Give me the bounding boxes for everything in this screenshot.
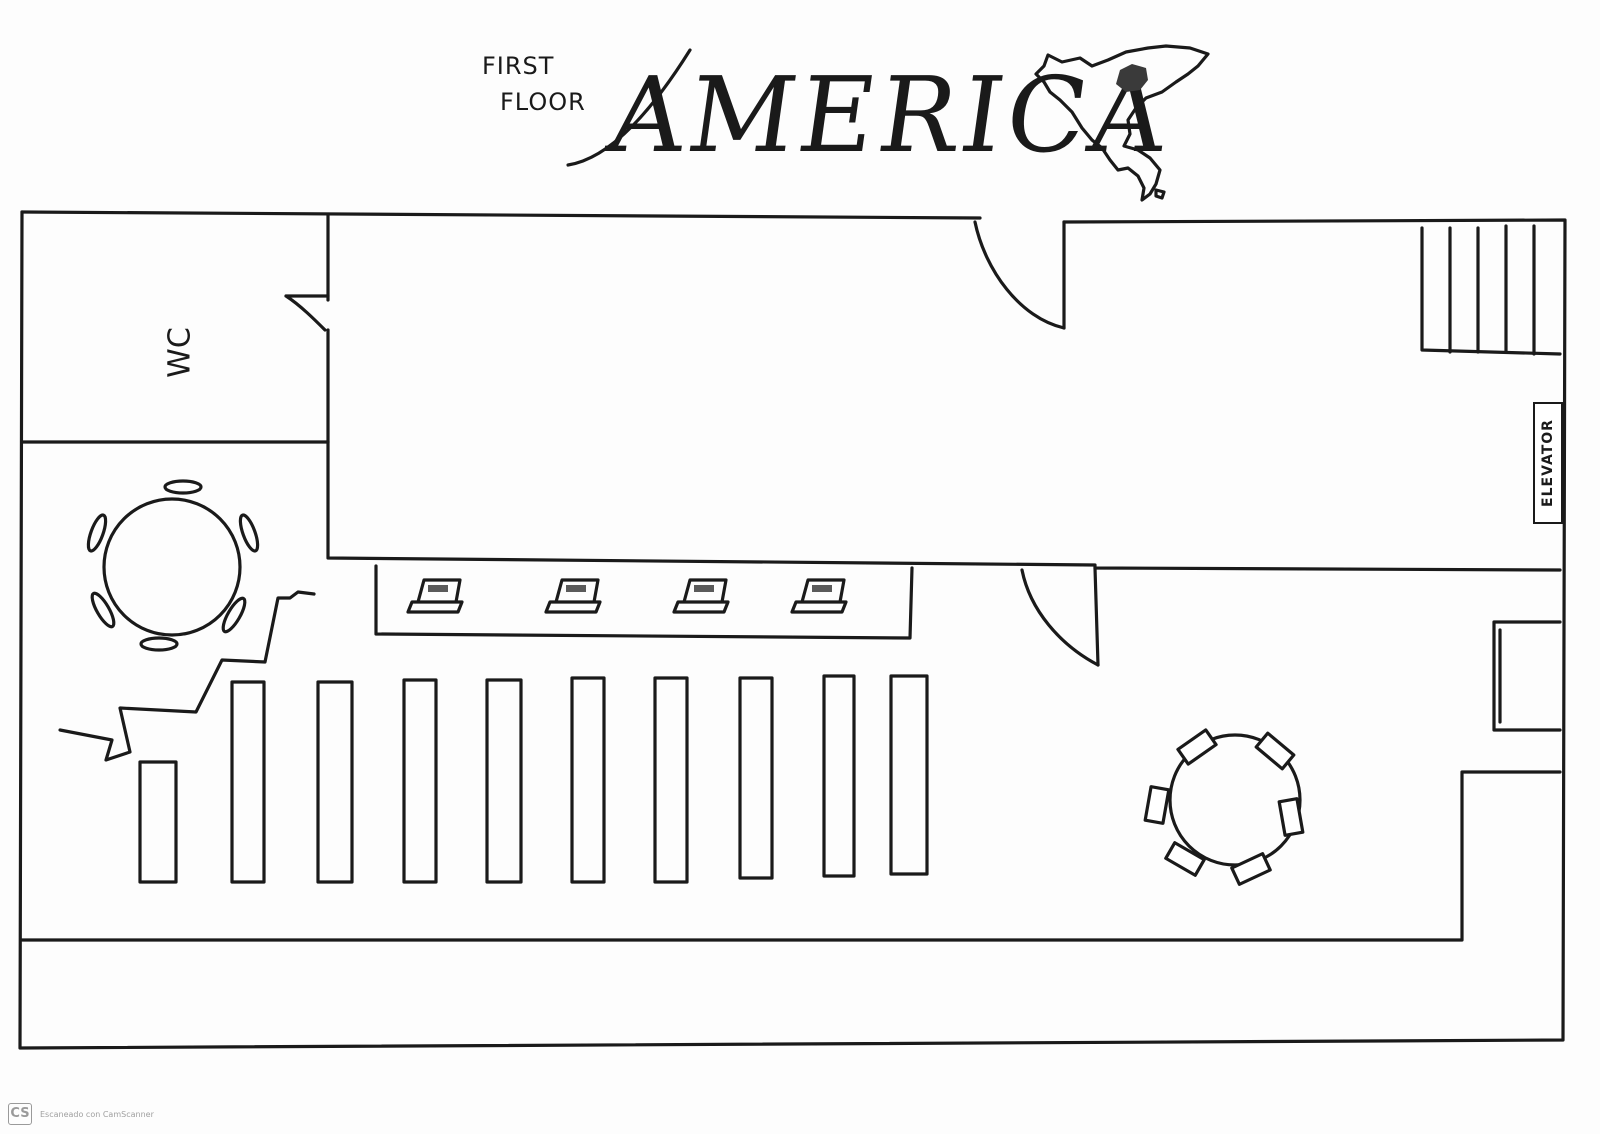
bookshelf	[738, 676, 774, 880]
bookshelf	[316, 680, 354, 884]
bookshelf	[485, 678, 523, 884]
cabinet	[1492, 620, 1562, 732]
round-table-icon	[1143, 728, 1305, 886]
elevator-label: ELEVATOR	[1540, 419, 1556, 507]
bookshelf	[230, 680, 266, 884]
bookshelf	[822, 674, 856, 878]
zigzag-partition	[58, 590, 316, 762]
wc-door-swing-icon	[284, 294, 330, 332]
counter-wall	[20, 770, 1562, 942]
mid-door-jamb	[1093, 566, 1100, 667]
outer-wall	[18, 210, 1567, 1050]
wc-label: WC	[162, 327, 198, 378]
america-map-icon	[1034, 44, 1210, 202]
bookshelf	[570, 676, 606, 884]
scanner-logo: CS	[8, 1103, 32, 1125]
bookshelf	[653, 676, 689, 884]
laptop-icon	[406, 578, 464, 614]
stairs-icon	[1420, 224, 1562, 356]
bookshelves-group	[138, 674, 929, 884]
elevator: ELEVATOR	[1533, 402, 1563, 524]
title-flourish	[566, 48, 692, 167]
laptops-group	[406, 578, 848, 614]
door-swing-icon	[1020, 568, 1100, 667]
laptop-icon	[544, 578, 602, 614]
bookshelf	[889, 674, 929, 876]
hall-wall-bottom	[326, 440, 1562, 572]
laptop-icon	[672, 578, 730, 614]
laptop-icon	[790, 578, 848, 614]
bookshelf	[402, 678, 438, 884]
floor-label-line1: FIRST	[482, 52, 555, 80]
door-swing-icon	[973, 220, 1066, 330]
map-shaded-region	[1116, 64, 1148, 92]
wall-top-left	[20, 210, 982, 220]
scanner-watermark: Escaneado con CamScanner	[40, 1110, 154, 1119]
bookshelf	[138, 760, 178, 884]
computer-desk	[374, 564, 914, 640]
floor-label-line2: FLOOR	[500, 88, 586, 116]
round-table-icon	[86, 479, 260, 652]
